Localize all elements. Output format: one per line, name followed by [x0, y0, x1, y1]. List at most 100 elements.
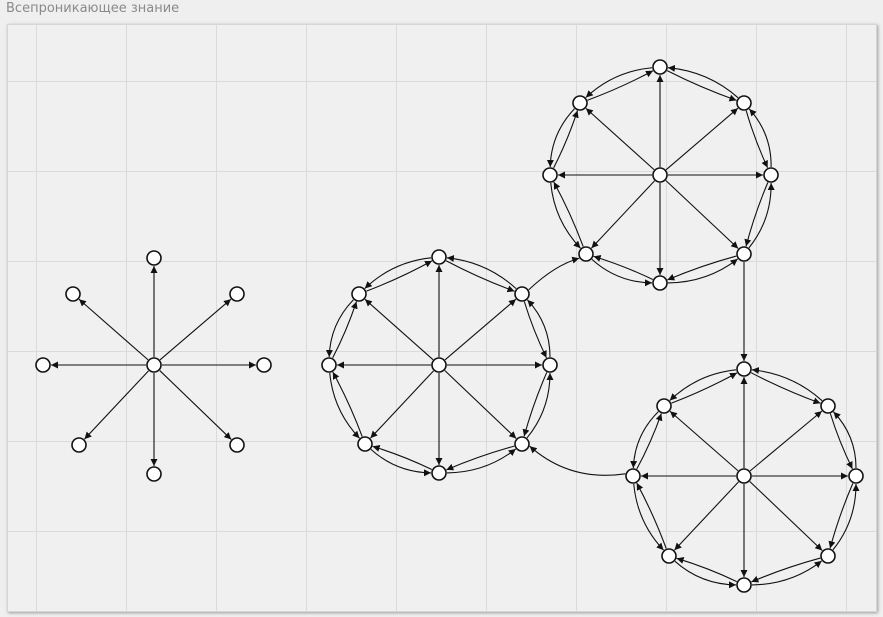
node — [431, 357, 447, 373]
node — [514, 286, 530, 302]
edge — [84, 370, 149, 440]
node — [229, 286, 245, 302]
node — [351, 286, 367, 302]
node — [146, 250, 162, 266]
edge — [593, 255, 654, 281]
node — [820, 548, 836, 564]
node — [431, 249, 447, 265]
edge — [748, 108, 772, 168]
edge — [751, 560, 823, 586]
node — [625, 468, 641, 484]
node — [652, 167, 668, 183]
node — [578, 246, 594, 262]
edge — [744, 182, 769, 247]
edge — [370, 448, 432, 477]
edge — [745, 110, 769, 168]
node — [35, 357, 51, 373]
edge — [364, 298, 441, 367]
edge — [585, 67, 653, 98]
edge — [751, 367, 823, 402]
edge — [332, 371, 363, 437]
node — [321, 357, 337, 373]
edge — [630, 411, 659, 469]
node — [542, 357, 558, 373]
edge — [550, 182, 581, 249]
edge — [829, 413, 853, 470]
edge — [658, 173, 739, 249]
edge — [446, 445, 515, 471]
edge — [78, 298, 149, 361]
node — [65, 286, 81, 302]
edge — [587, 70, 654, 101]
edge — [636, 482, 667, 549]
edge — [553, 110, 579, 169]
edge — [748, 182, 775, 249]
node — [256, 357, 272, 373]
edge — [546, 108, 575, 168]
edge — [526, 372, 554, 439]
edge — [666, 70, 737, 102]
edge — [671, 372, 738, 404]
edge — [159, 370, 232, 440]
node — [736, 246, 752, 262]
node — [661, 548, 677, 564]
node — [146, 466, 162, 482]
edge — [364, 257, 432, 289]
node — [357, 436, 373, 452]
edge — [751, 557, 821, 583]
edge — [667, 255, 737, 281]
edge — [585, 107, 662, 177]
node — [763, 167, 779, 183]
edge — [832, 483, 860, 551]
node — [656, 398, 672, 414]
edge — [370, 363, 441, 439]
edge — [833, 411, 857, 469]
edge — [750, 372, 821, 405]
edge — [591, 173, 662, 249]
edge — [658, 107, 739, 178]
edge — [553, 181, 584, 247]
edge — [828, 483, 854, 549]
edge — [437, 363, 517, 439]
node — [736, 577, 752, 593]
edge — [676, 557, 738, 583]
node — [820, 398, 836, 414]
node — [431, 465, 447, 481]
edge — [437, 298, 517, 368]
edge — [669, 369, 737, 401]
node — [736, 361, 752, 377]
node — [736, 468, 752, 484]
node — [572, 95, 588, 111]
node — [514, 436, 530, 452]
edge — [527, 299, 551, 358]
edge — [636, 413, 663, 470]
node — [652, 275, 668, 291]
node — [542, 167, 558, 183]
node — [652, 59, 668, 75]
edge — [674, 474, 746, 551]
node — [229, 437, 245, 453]
edge — [325, 299, 354, 358]
bridge-edge — [528, 256, 580, 291]
edge — [446, 448, 517, 474]
edge — [332, 301, 358, 359]
bridge-edge — [529, 445, 626, 476]
edge — [159, 298, 232, 361]
node — [848, 468, 864, 484]
edge — [446, 255, 517, 290]
node — [71, 437, 87, 453]
edge — [667, 64, 739, 99]
diagram-title: Всепроникающее знание — [6, 1, 180, 16]
edge — [591, 258, 653, 287]
edge — [674, 560, 737, 589]
edge — [742, 474, 823, 551]
edge — [522, 372, 548, 437]
edge — [669, 410, 746, 478]
edge — [523, 301, 547, 359]
node — [146, 357, 162, 373]
edge — [742, 410, 823, 479]
edge — [445, 260, 515, 293]
edge — [667, 258, 739, 284]
edge — [372, 445, 433, 471]
